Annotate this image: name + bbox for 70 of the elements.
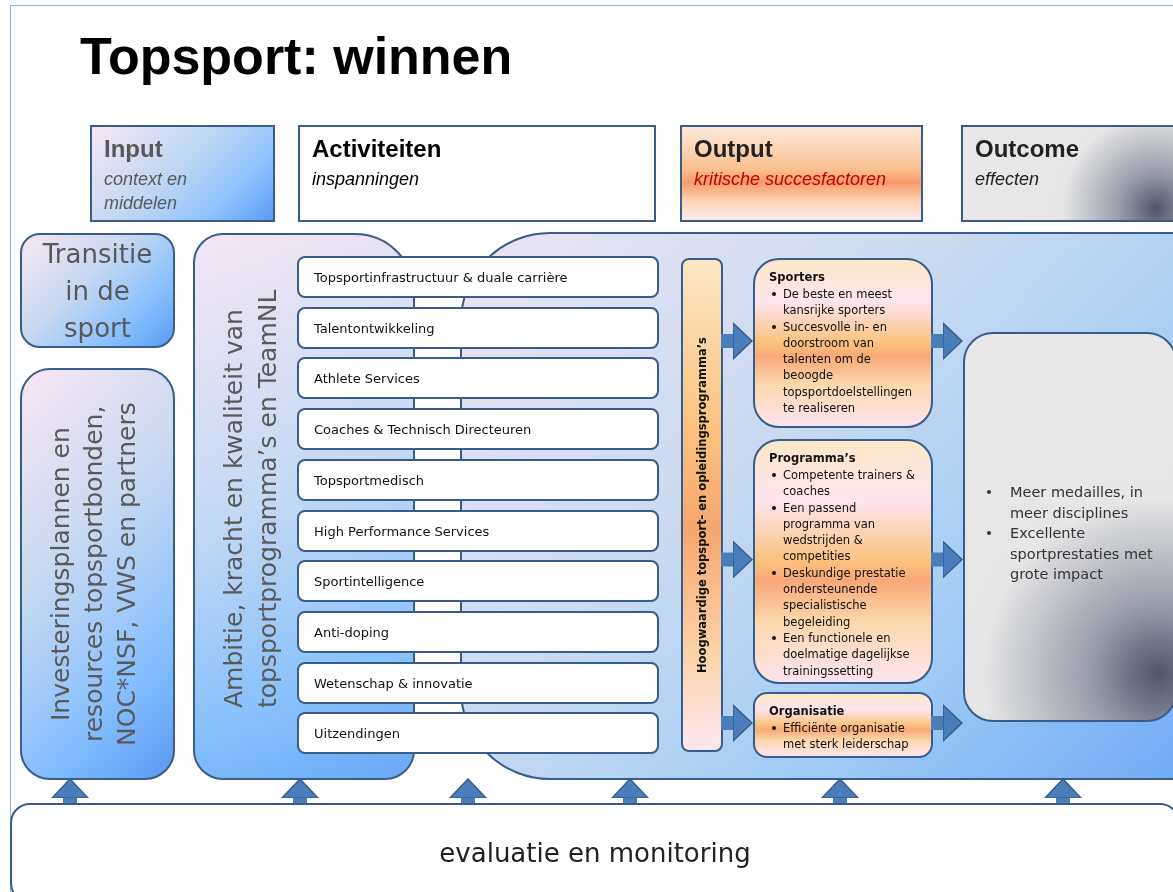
activity-box [297,256,659,298]
activity-label: Topsportmedisch [314,472,425,488]
bullet-text: Een functionele en doelmatige dagelijkse trainingssetting [783,629,911,679]
activity-label: Anti-doping [314,624,390,640]
box-label: evaluatie en monitoring [438,838,752,868]
header-title: Input [104,135,163,163]
bullet-text: Excellente sportprestaties met grote impact [1010,524,1154,584]
block-arrow [721,540,753,579]
activity-box [297,408,659,451]
activity-box [297,306,659,349]
bullet-text: Efficiënte organisatie met sterk leiderschap [783,720,910,753]
bullet-text: De beste en meest kansrijke sporters [783,286,894,319]
activity-box [297,458,659,501]
bullet-text: Een passend programma van wedstrijden & competities [783,499,877,565]
rounded-box [20,233,175,348]
activity-label: Topsportinfrastructuur & duale carrière [314,269,568,285]
outcome-box [963,332,1173,722]
diagram-title: Topsport: winnen [80,26,513,86]
header-subtitle: kritische succesfactoren [694,168,888,191]
evaluation-box [10,803,1173,892]
activity-box [297,560,659,603]
block-arrow [611,778,649,803]
vertical-label: Hoogwaardige topsport- en opleidingsprogramma’s [695,336,709,675]
bullet-text: Meer medailles, in meer disciplines [1010,483,1145,523]
header-box [90,125,275,222]
activity-label: Coaches & Technisch Directeuren [314,421,532,437]
activity-box [297,661,659,704]
rounded-panel [20,368,175,780]
rounded-panel [681,258,723,752]
activity-label: Athlete Services [314,370,420,386]
block-arrow [281,778,319,803]
activity-label: Talentontwikkeling [314,320,435,336]
box-heading: Sporters [769,270,826,285]
success-factor-box [753,439,933,684]
block-arrow [931,540,963,579]
block-arrow [51,778,89,803]
block-arrow [721,704,753,742]
header-title: Outcome [975,135,1079,163]
header-box [961,125,1173,222]
activity-label: Uitzendingen [314,725,400,741]
box-label: Transitie in de sport [41,237,154,345]
bullet-text: Succesvolle in- en doorstroom van talenten om de beoogde topsportdoelstellingen te realiseren [783,318,914,417]
vertical-label: Ambitie, kracht en kwaliteit van topsportprogramma’s en TeamNL [218,288,283,708]
activity-box [297,610,659,653]
block-arrow [721,322,753,360]
block-arrow [1044,778,1082,803]
bullet-text: Deskundige prestatie ondersteunende specialistische begeleiding [783,564,907,630]
box-heading: Organisatie [769,704,846,719]
header-subtitle: inspanningen [312,168,421,191]
bullet-text: Competente trainers & coaches [783,467,916,500]
activity-label: High Performance Services [314,523,490,538]
header-title: Output [694,135,773,163]
activity-label: Sportintelligence [314,573,425,589]
activity-box [297,712,659,755]
activity-label: Wetenschap & innovatie [314,675,473,691]
header-box [680,125,923,222]
header-title: Activiteiten [312,135,442,163]
activity-box [297,357,659,400]
block-arrow [931,704,963,742]
box-heading: Programma’s [769,451,857,466]
block-arrow [449,778,487,803]
header-box [298,125,656,222]
activity-box [297,509,659,552]
header-subtitle: effecten [975,168,1041,191]
block-arrow [931,322,963,360]
vertical-label: Investeringsplannen en resources topsportbonden, NOC*NSF, VWS en partners [45,401,142,748]
success-factor-box [753,258,933,428]
header-subtitle: context en middelen [104,168,189,215]
block-arrow [821,778,859,803]
success-factor-box [753,692,933,758]
